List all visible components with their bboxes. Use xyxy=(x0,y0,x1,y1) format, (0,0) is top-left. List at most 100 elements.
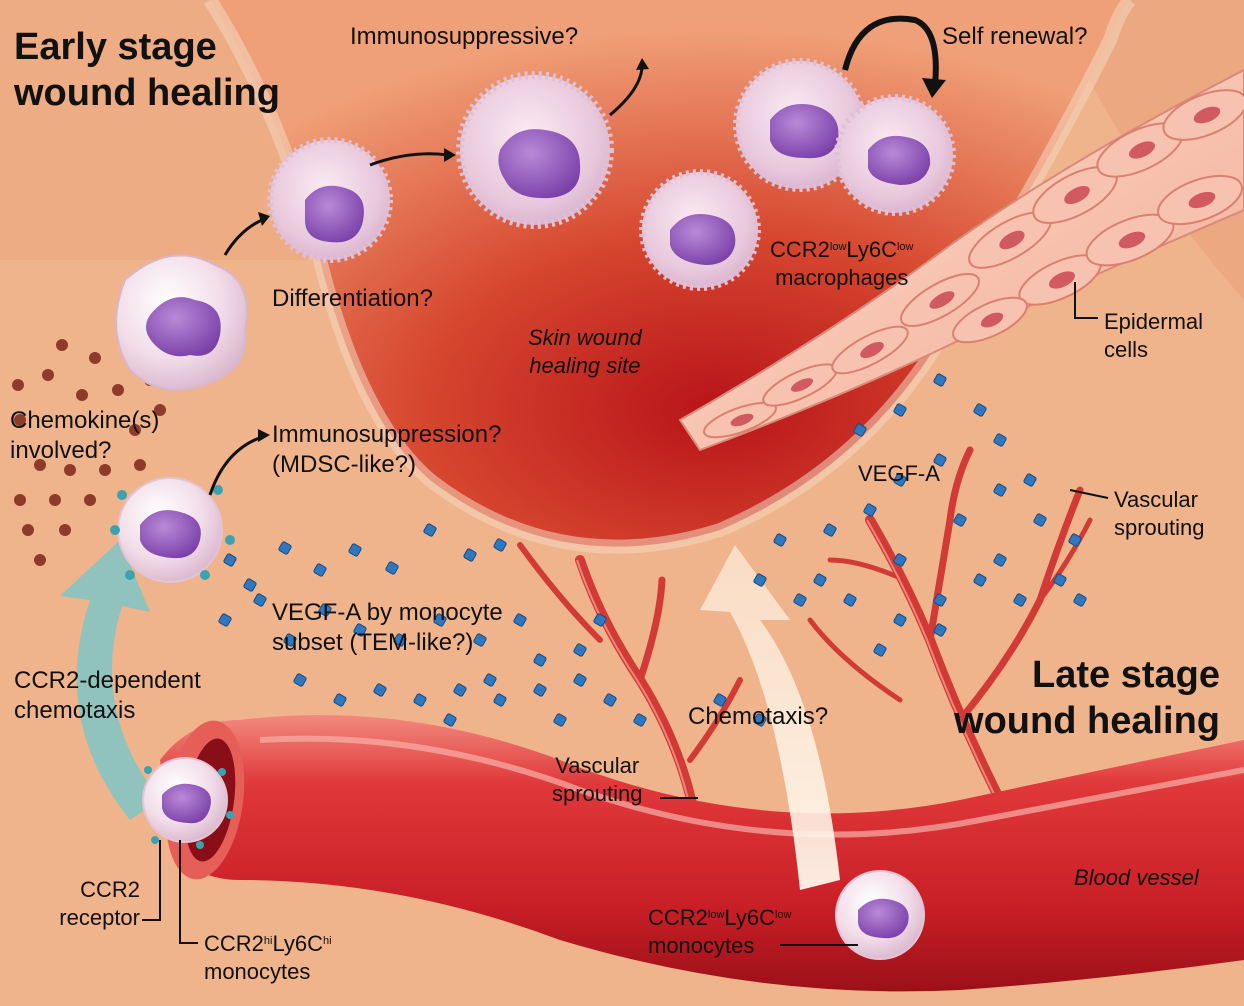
capillary-sprouts xyxy=(517,446,1093,855)
vegf-particle xyxy=(933,623,947,637)
macrophage-ccr2: CCR2 xyxy=(770,237,830,262)
chemokine-dot xyxy=(89,352,101,364)
vegf-particle xyxy=(933,453,947,467)
chemotaxis-arrow xyxy=(700,545,840,890)
vegf-particle xyxy=(373,683,387,697)
low-ccr2: CCR2 xyxy=(648,905,708,930)
macrophage-line2: macrophages xyxy=(775,265,909,290)
ccr2-chemotaxis-arrow xyxy=(60,540,160,820)
mdsc-like-monocyte xyxy=(110,477,235,583)
vegf-particle xyxy=(793,593,807,607)
late-stage-title: Late stage wound healing xyxy=(954,652,1220,744)
chemotaxis-label: Chemotaxis? xyxy=(688,703,829,730)
vegf-particle xyxy=(223,553,237,567)
vegf-particle xyxy=(513,613,527,627)
vegf-monocyte-line2: subset (TEM-like?) xyxy=(272,629,474,656)
vegf-particle xyxy=(773,533,787,547)
chemokine-dot xyxy=(22,524,34,536)
vegf-particle xyxy=(893,473,907,487)
macrophage-ly6c: Ly6C xyxy=(846,237,897,262)
vascular-bottom-line1: Vascular xyxy=(555,753,640,778)
low-monocytes-line2: monocytes xyxy=(648,933,755,958)
hi-ly6c: Ly6C xyxy=(272,931,324,956)
vegf-particle xyxy=(218,613,232,627)
chemokine-dot xyxy=(14,414,26,426)
early-title-line1: Early stage xyxy=(14,26,217,68)
vegf-particle xyxy=(313,563,327,577)
vegf-particle xyxy=(473,633,487,647)
vegf-particle xyxy=(318,603,332,617)
low-monocytes-label: CCR2lowLy6Clow monocytes xyxy=(648,904,791,960)
vascular-sprouting-bottom-label: Vascular sprouting xyxy=(552,752,643,808)
vegf-particle xyxy=(1013,593,1027,607)
vegf-particle xyxy=(633,713,647,727)
chemokine-dot xyxy=(34,459,46,471)
leader-lines xyxy=(142,282,1109,946)
vegf-particle xyxy=(278,541,292,555)
vegf-particle xyxy=(423,523,437,537)
chemokine-dot xyxy=(12,379,24,391)
vegf-particle xyxy=(253,593,267,607)
vegf-particle xyxy=(753,573,767,587)
differentiation-label: Differentiation? xyxy=(272,285,433,312)
low-ccr2-sup: low xyxy=(707,909,725,921)
vegf-particle xyxy=(933,593,947,607)
vegf-particle xyxy=(573,673,587,687)
late-title-line1: Late stage xyxy=(1032,654,1220,696)
vegf-particle xyxy=(348,543,362,557)
ccr2-dependent-label: CCR2-dependent chemotaxis xyxy=(14,666,201,726)
vascular-right-line2: sprouting xyxy=(1114,515,1205,540)
vegf-particle xyxy=(893,553,907,567)
macrophages-label: CCR2lowLy6Clow macrophages xyxy=(770,236,913,292)
epidermal-line2: cells xyxy=(1104,337,1149,362)
vascular-right-line1: Vascular xyxy=(1114,487,1198,512)
vascular-bottom-line2: sprouting xyxy=(552,781,643,806)
vegf-particle xyxy=(553,713,567,727)
low-ly6c: Ly6C xyxy=(724,905,775,930)
low-ly6c-sup: low xyxy=(774,909,792,921)
vegf-particle xyxy=(433,613,447,627)
chemokines-line2: involved? xyxy=(10,437,112,464)
hi-ccr2-sup: hi xyxy=(263,935,273,947)
vegf-particle xyxy=(1023,473,1037,487)
hi-ly6c-sup: hi xyxy=(323,935,332,947)
vegf-particle xyxy=(863,503,877,517)
vegf-particle xyxy=(453,683,467,697)
differentiating-cell xyxy=(267,137,393,263)
hi-monocytes-label: CCR2hiLy6Chi monocytes xyxy=(204,930,332,986)
vegf-particle xyxy=(483,673,497,687)
hi-monocytes-line2: monocytes xyxy=(204,959,311,984)
vegf-particle xyxy=(853,423,867,437)
monocyte-cell-upper xyxy=(115,254,248,391)
ccr2-receptor-label: CCR2 receptor xyxy=(40,876,140,932)
ccr2-dependent-line1: CCR2-dependent xyxy=(14,667,201,694)
vascular-sprouting-right-label: Vascular sprouting xyxy=(1114,486,1205,542)
chemokine-dot xyxy=(99,464,111,476)
ccr2-receptor-line1: CCR2 xyxy=(80,877,140,902)
chemokine-dot xyxy=(59,524,71,536)
self-renewal-label: Self renewal? xyxy=(942,23,1088,50)
immunosuppression-line2: (MDSC-like?) xyxy=(272,451,416,478)
vegf-monocyte-label: VEGF-A by monocyte subset (TEM-like?) xyxy=(272,598,503,658)
vegf-particle xyxy=(463,548,477,562)
immunosuppressive-label: Immunosuppressive? xyxy=(350,23,579,50)
chemokine-dot xyxy=(76,389,88,401)
chemokine-dot xyxy=(134,459,146,471)
chemokine-dot xyxy=(56,339,68,351)
chemokine-dot xyxy=(154,404,166,416)
vegf-particle xyxy=(1073,593,1087,607)
epidermal-line1: Epidermal xyxy=(1104,309,1204,334)
vegf-particle xyxy=(413,693,427,707)
vegf-particle xyxy=(993,483,1007,497)
chemokine-dot xyxy=(84,494,96,506)
early-stage-title: Early stage wound healing xyxy=(14,24,280,116)
epidermal-label: Epidermal cells xyxy=(1104,308,1203,364)
hi-ccr2: CCR2 xyxy=(204,931,264,956)
skin-wound-line1: Skin wound xyxy=(528,325,642,350)
late-title-line2: wound healing xyxy=(954,700,1220,742)
immunosuppression-line1: Immunosuppression? xyxy=(272,421,502,448)
chemokine-dot xyxy=(64,464,76,476)
vegf-particle xyxy=(993,553,1007,567)
chemokine-dot xyxy=(34,554,46,566)
vegf-particle xyxy=(493,693,507,707)
